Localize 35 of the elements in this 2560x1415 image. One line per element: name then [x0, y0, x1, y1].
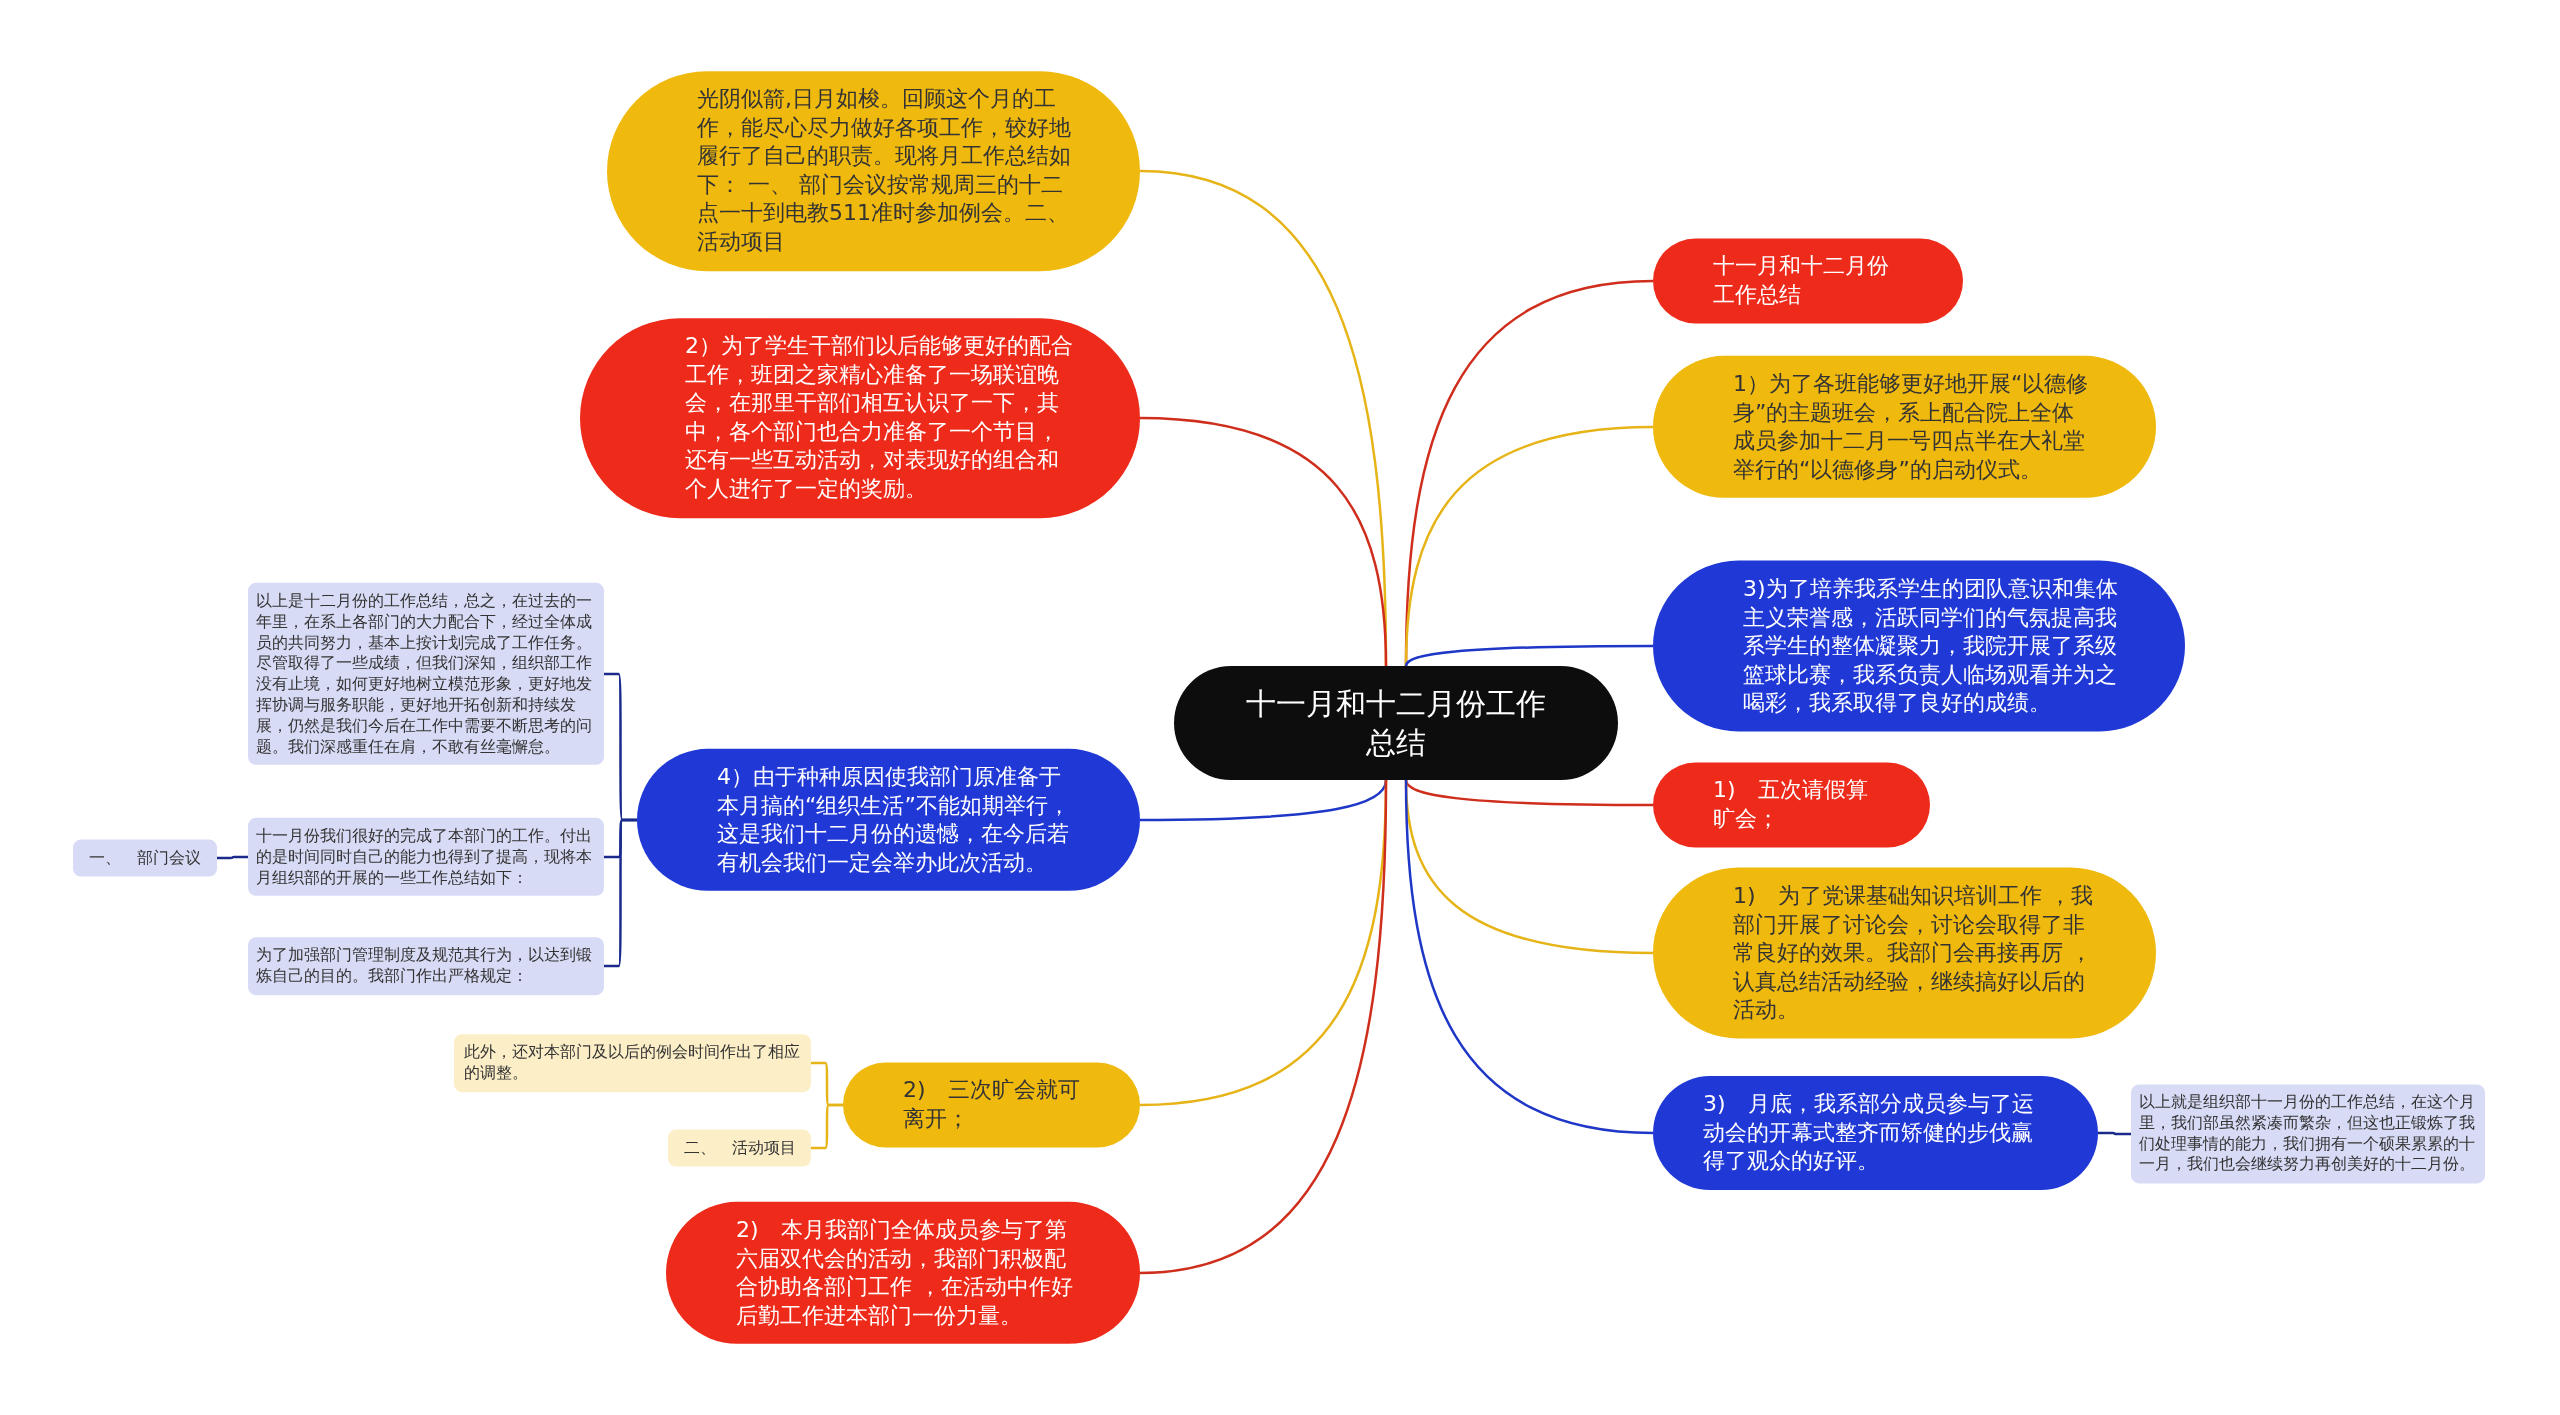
note-text: 二、 活动项目 — [683, 1137, 796, 1159]
connector-line — [1404, 779, 1653, 807]
connector-line — [1139, 780, 1388, 1275]
topic-text: 1）为了各班能够更好地开展“以德修身”的主题班会，系上配合院上全体成员参加十二月一号四点半在大礼堂举行的“以德修身”的启动仪式。 — [1733, 369, 2090, 484]
note-card — [248, 817, 604, 897]
note-card — [248, 937, 604, 995]
note-card — [668, 1129, 811, 1167]
note-text: 十一月份我们很好的完成了本部门的工作。付出的是时间同时自己的能力也得到了提高，现将本月组织部的开展的一些工作总结如下： — [256, 825, 593, 889]
topic-text: 2) 三次旷会就可离开； — [903, 1076, 1080, 1133]
topic-text: 光阴似箭,日月如梭。回顾这个月的工作，能尽心尽力做好各项工作，较好地履行了自己的职责。现将月工作总结如下： 一、 部门会议按常规周三的十二点一十到电教511准时参加例会。二、活动项目 — [697, 85, 1072, 257]
note-text: 一、 部门会议 — [89, 847, 201, 869]
connector-line — [811, 1103, 843, 1150]
topic-text: 1) 为了党课基础知识培训工作 ，我部门开展了讨论会，讨论会取得了非常良好的效果。我部门会再接再厉 ，认真总结活动经验，继续搞好以后的活动。 — [1733, 881, 2094, 1024]
topic-text: 3) 月底，我系部分成员参与了运动会的开幕式整齐而矫健的步伐赢得了观众的好评。 — [1703, 1090, 2035, 1176]
connector-line — [604, 818, 637, 968]
topic-text: 十一月和十二月份工作总结 — [1713, 252, 1890, 309]
connector-line — [1404, 779, 1654, 1135]
topic-text: 2）为了学生干部们以后能够更好的配合工作，班团之家精心准备了一场联谊晚会，在那里干部们相互认识了一下，其中，各个部门也合力准备了一个节目，还有一些互动活动，对表现好的组合和个人进行了一定的奖励。 — [685, 332, 1074, 504]
topic-text: 3)为了培养我系学生的团队意识和集体主义荣誉感，活跃同学们的气氛提高我系学生的整体凝聚力，我院开展了系级篮球比赛，我系负责人临场观看并为之喝彩，我系取得了良好的成绩。 — [1743, 574, 2119, 717]
note-text: 为了加强部门管理制度及规范其行为，以达到锻炼自己的目的。我部门作出严格规定： — [256, 945, 593, 987]
central-topic-text: 十一月和十二月份工作总结 — [1245, 685, 1547, 762]
topic-text: 2) 本月我部门全体成员参与了第六届双代会的活动，我部门积极配合协助各部门工作 ，在活动中作好后勤工作进本部门一份力量。 — [736, 1215, 1074, 1330]
note-card — [454, 1034, 811, 1092]
connector-line — [1139, 416, 1388, 667]
note-card — [73, 839, 217, 877]
note-text: 以上就是组织部十一月份的工作总结，在这个月里，我们部虽然紧凑而繁杂，但这也正锻炼了我们处理事情的能力，我们拥有一个硕果累累的十一月，我们也会继续努力再创美好的十二月份。 — [2139, 1092, 2476, 1176]
note-text: 以上是十二月份的工作总结，总之，在过去的一年里，在系上各部门的大力配合下，经过全体成员的共同努力，基本上按计划完成了工作任务。尽管取得了一些成绩，但我们深知，组织部工作没有止境，如何更好地树立模范形象，更好地发挥协调与服务职能，更好地开拓创新和持续发展，仍然是我们今后在工作中需要不断思考的问题。我们深感重任在肩，不敢有丝毫懈怠。 — [256, 590, 593, 758]
note-text: 此外，还对本部门及以后的例会时间作出了相应的调整。 — [464, 1042, 801, 1084]
connector-line — [1404, 644, 1653, 667]
topic-text: 1) 五次请假算旷会； — [1713, 776, 1869, 833]
connector-line — [2098, 1131, 2131, 1136]
connector-line — [1140, 779, 1388, 822]
note-card — [2131, 1084, 2485, 1184]
topic-text: 4）由于种种原因使我部门原准备于本月搞的“组织生活”不能如期举行，这是我们十二月份的遗憾，在今后若有机会我们一定会举办此次活动。 — [717, 762, 1071, 877]
connector-line — [217, 855, 248, 860]
